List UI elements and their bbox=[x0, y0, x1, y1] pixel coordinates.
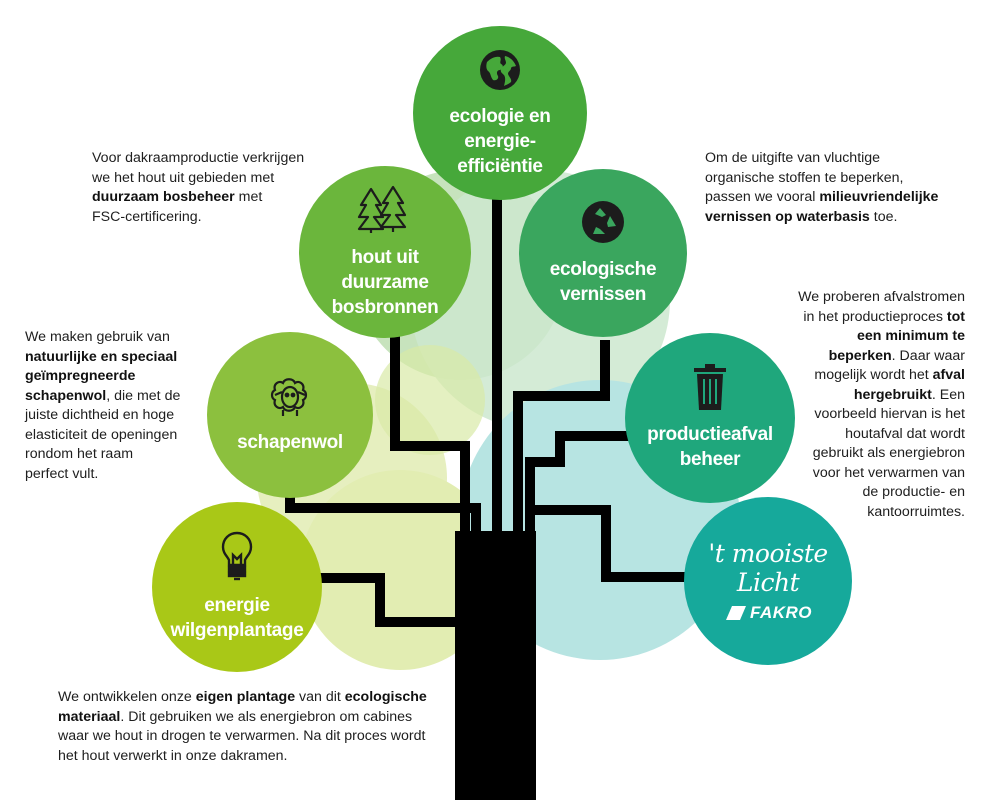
desc-line: perfect vult. bbox=[25, 465, 99, 482]
desc-line: schapenwol, die met de bbox=[25, 387, 181, 404]
desc-line: organische stoffen te beperken, bbox=[705, 169, 904, 186]
desc-line: natuurlijke en speciaal bbox=[25, 348, 178, 365]
desc-line: geïmpregneerde bbox=[25, 368, 136, 384]
trash-bin-icon bbox=[694, 364, 726, 410]
desc-line: we het hout uit gebieden met bbox=[92, 169, 275, 186]
desc-line: materiaal. Dit gebruiken we als energieb… bbox=[58, 708, 413, 725]
desc-schapenwol: We maken gebruik van natuurlijke en spec… bbox=[25, 328, 195, 484]
fakro-logo-text: FAKRO bbox=[750, 603, 812, 622]
node-afval-label: productieafval beheer bbox=[647, 424, 773, 470]
desc-line: voorbeeld hiervan is het bbox=[814, 406, 965, 422]
fakro-logo-mark-icon bbox=[726, 606, 746, 620]
desc-line: elasticiteit de openingen bbox=[25, 426, 178, 443]
desc-line: een minimum te bbox=[856, 328, 965, 344]
pine-trees-icon bbox=[357, 185, 407, 233]
node-vernissen: ecologische vernissen bbox=[519, 169, 687, 337]
node-energie-label: energie wilgenplantage bbox=[170, 595, 304, 641]
desc-line: mogelijk wordt het afval bbox=[814, 367, 965, 383]
desc-line: de productie- en bbox=[862, 484, 965, 500]
desc-line: gebruikt als energiebron bbox=[812, 445, 965, 461]
bubble-overlap-green bbox=[375, 345, 485, 455]
desc-line: in het productieproces tot bbox=[803, 308, 965, 325]
node-hout-label: hout uit duurzame bosbronnen bbox=[331, 246, 439, 318]
trunk-and-branches bbox=[285, 180, 696, 627]
desc-afval: We proberen afvalstromen in het producti… bbox=[775, 288, 965, 522]
desc-line: vernissen op waterbasis toe. bbox=[705, 208, 898, 225]
branch-brand bbox=[530, 505, 696, 582]
desc-line: hergebruikt. Een bbox=[853, 386, 965, 403]
node-schapenwol: schapenwol bbox=[207, 332, 373, 498]
desc-line: We maken gebruik van bbox=[25, 329, 170, 345]
desc-line: duurzaam bosbeheer met bbox=[92, 189, 263, 205]
globe-icon bbox=[480, 49, 520, 90]
light-bulb-icon bbox=[221, 531, 253, 581]
node-hout: hout uit duurzame bosbronnen bbox=[299, 166, 471, 338]
node-afval: productieafval beheer bbox=[625, 333, 795, 503]
desc-line: rondom het raam bbox=[25, 446, 134, 462]
desc-line: We proberen afvalstromen bbox=[798, 289, 965, 305]
desc-energie: We ontwikkelen onze eigen plantage van d… bbox=[58, 688, 458, 766]
desc-line: passen we vooral milieuvriendelijke bbox=[705, 189, 939, 205]
branch-schapenwol bbox=[285, 488, 481, 540]
desc-line: houtafval dat wordt bbox=[845, 425, 965, 442]
branch-afval bbox=[525, 431, 632, 540]
desc-line: het hout verwerkt in onze dakramen. bbox=[58, 747, 288, 764]
branch-vernissen bbox=[513, 340, 610, 540]
node-schapenwol-label: schapenwol bbox=[237, 431, 343, 453]
node-ecologie-label: ecologie en energie-efficiëntie bbox=[449, 105, 551, 177]
desc-line: beperken. Daar waar bbox=[828, 347, 965, 364]
desc-line: Voor dakraamproductie verkrijgen bbox=[92, 150, 305, 166]
node-energie: energie wilgenplantage bbox=[152, 502, 322, 672]
branch-hout bbox=[390, 318, 470, 540]
node-ecologie: ecologie en energie-efficiëntie bbox=[413, 26, 587, 200]
node-brand: 't mooiste Licht FAKRO bbox=[684, 497, 852, 665]
recycle-icon bbox=[582, 201, 624, 243]
sheep-icon bbox=[270, 377, 308, 416]
desc-line: voor het verwarmen van bbox=[812, 464, 965, 481]
desc-line: waar we hout in drogen te verwarmen. Na … bbox=[58, 728, 426, 744]
branch-energie bbox=[305, 573, 468, 627]
brand-slogan: 't mooiste Licht bbox=[708, 539, 828, 597]
desc-vernissen: Om de uitgifte van vluchtige organische … bbox=[705, 149, 965, 227]
desc-line: We ontwikkelen onze eigen plantage van d… bbox=[58, 689, 427, 705]
desc-line: Om de uitgifte van vluchtige bbox=[705, 150, 881, 166]
trunk bbox=[455, 531, 536, 800]
desc-hout: Voor dakraamproductie verkrijgen we het … bbox=[92, 149, 322, 227]
fakro-logo: FAKRO bbox=[724, 603, 812, 623]
node-vernissen-label: ecologische vernissen bbox=[549, 259, 657, 305]
desc-line: juiste dichtheid en hoge bbox=[25, 407, 175, 423]
desc-line: FSC-certificering. bbox=[92, 208, 202, 225]
desc-line: kantoorruimtes. bbox=[867, 503, 965, 520]
